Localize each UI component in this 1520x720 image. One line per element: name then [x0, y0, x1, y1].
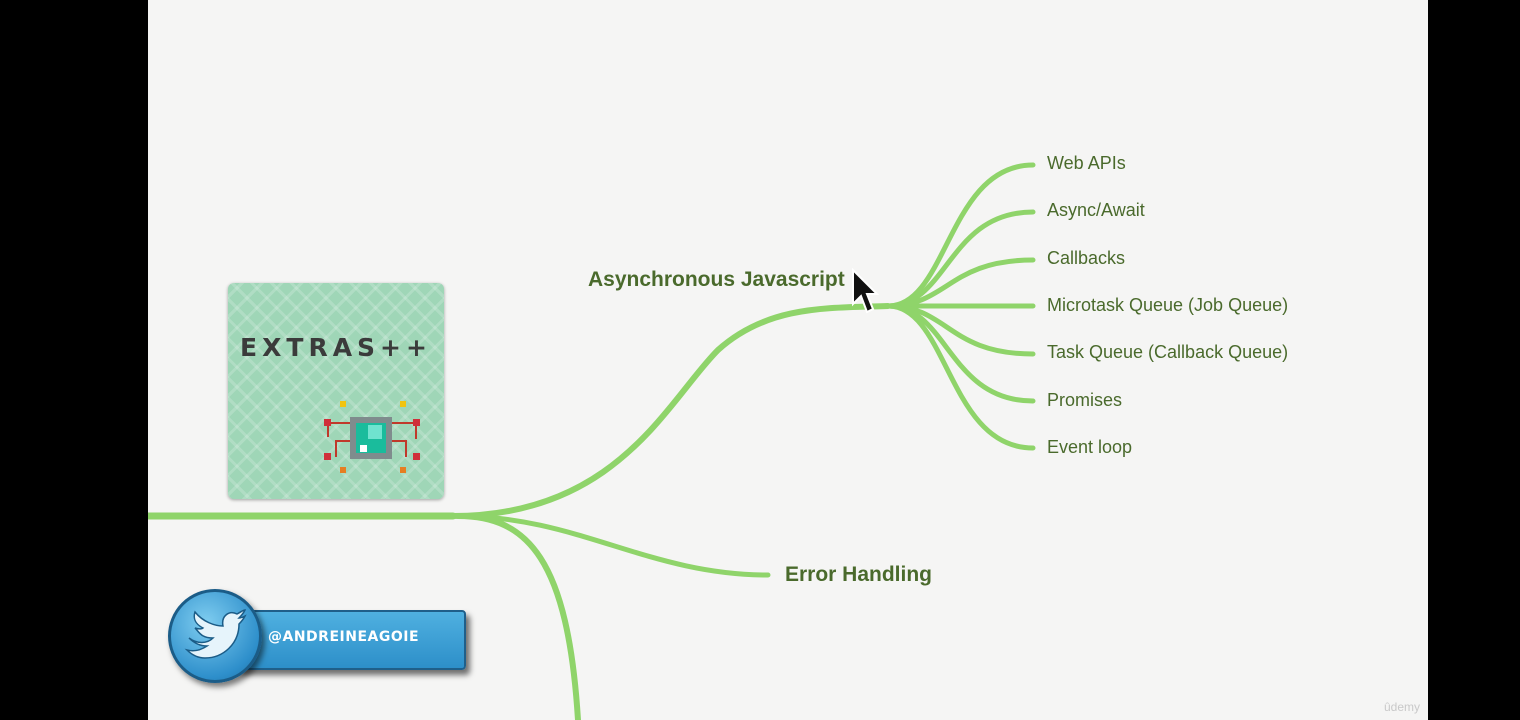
udemy-watermark: ûdemy — [1383, 700, 1420, 714]
video-frame: Asynchronous Javascript Error Handling W… — [148, 0, 1428, 720]
leaf-line-7 — [885, 303, 1036, 451]
branch-line-errors — [455, 513, 771, 578]
mindmap-connectors — [148, 162, 1036, 720]
twitter-handle-bar: @ANDREINEAGOIE — [236, 610, 466, 670]
branch-async-js[interactable]: Asynchronous Javascript — [588, 268, 845, 291]
chip-icon — [324, 401, 420, 473]
leaf-microtask-queue[interactable]: Microtask Queue (Job Queue) — [1047, 295, 1289, 315]
leaf-task-queue[interactable]: Task Queue (Callback Queue) — [1047, 342, 1289, 362]
twitter-handle: @ANDREINEAGOIE — [268, 629, 420, 645]
branch-line-async — [450, 303, 891, 519]
twitter-badge[interactable]: @ANDREINEAGOIE — [166, 587, 486, 687]
leaf-callbacks[interactable]: Callbacks — [1047, 248, 1126, 268]
mouse-cursor-icon — [852, 268, 879, 314]
leaf-event-loop[interactable]: Event loop — [1047, 437, 1133, 457]
branch-line-down — [455, 513, 581, 720]
twitter-bird-icon — [168, 589, 262, 683]
leaf-line-1 — [885, 162, 1036, 309]
branch-error-handling[interactable]: Error Handling — [785, 563, 933, 586]
leaf-promises[interactable]: Promises — [1047, 390, 1123, 410]
twitter-bird-glyph — [184, 609, 247, 659]
extras-logo-card: EXTRAS++ — [228, 283, 444, 499]
leaf-web-apis[interactable]: Web APIs — [1047, 153, 1126, 173]
logo-title: EXTRAS++ — [240, 333, 432, 362]
logo-pattern — [228, 283, 444, 499]
leaf-async-await[interactable]: Async/Await — [1047, 200, 1145, 220]
